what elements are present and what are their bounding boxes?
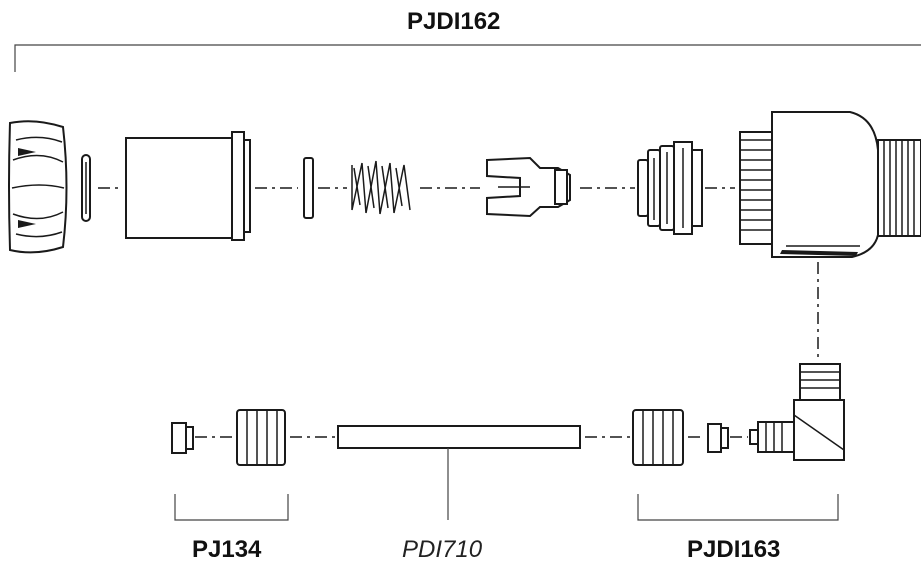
tube-label: PDI710 (402, 536, 483, 563)
right-ferrule (707, 423, 729, 453)
assembly-bracket (14, 44, 921, 72)
kit-right-label: PJDI163 (687, 536, 781, 563)
housing-threads (740, 139, 772, 231)
kit-left-bracket (174, 494, 289, 521)
tube (337, 425, 581, 449)
plunger (486, 156, 571, 218)
right-nut (632, 409, 684, 466)
left-nut (236, 409, 286, 466)
main-housing (739, 111, 921, 258)
spring (351, 160, 411, 215)
kit-left-label: PJ134 (192, 536, 262, 563)
sleeve (125, 131, 251, 241)
washer (303, 157, 314, 219)
assembly-label: PJDI162 (407, 8, 501, 35)
seal-body (637, 141, 703, 235)
kit-right-bracket (637, 494, 839, 521)
left-ferrule (171, 422, 194, 454)
cap-nut (8, 120, 68, 254)
hose-ribs (883, 140, 915, 236)
elbow-fitting (749, 363, 845, 461)
o-ring (81, 154, 91, 222)
